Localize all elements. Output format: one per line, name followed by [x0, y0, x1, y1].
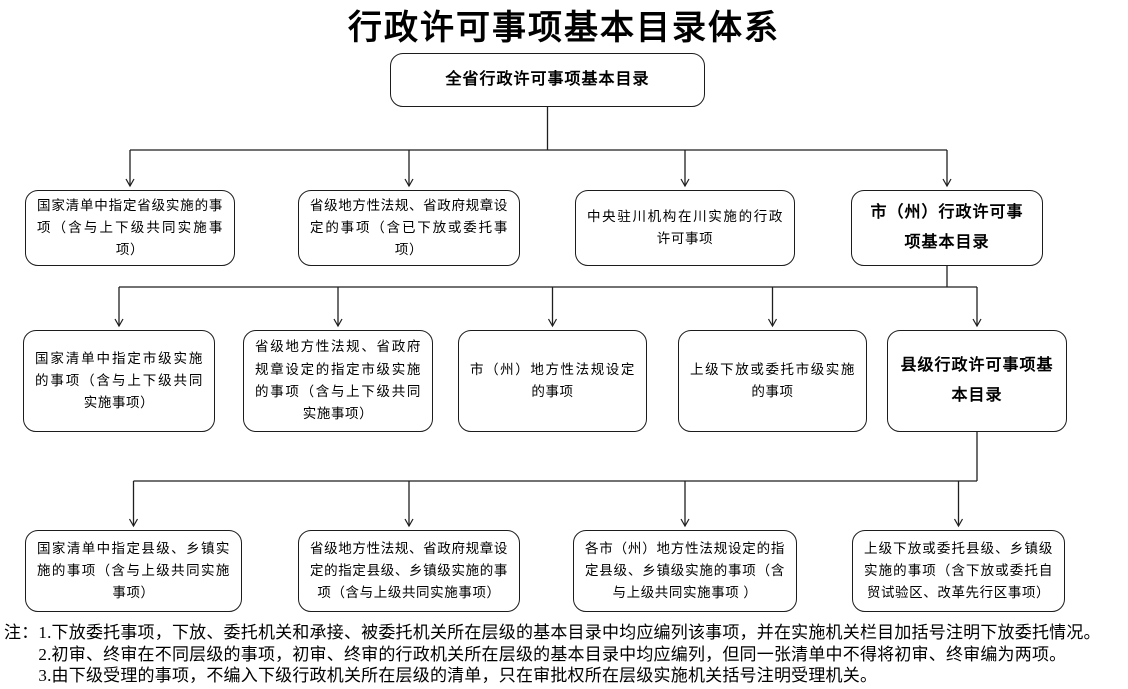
node-label: 各市（州）地方性法规设定的指定县级、乡镇级实施的事项（含与上级共同实施事项 ） — [585, 540, 785, 601]
footnote-2: 2.初审、终审在不同层级的事项，初审、终审的行政机关所在层级的基本目录中均应编列… — [38, 644, 1067, 664]
node-provincial-regulation-items: 省级地方性法规、省政府规章设定的事项（含已下放或委托事项） — [298, 190, 520, 266]
node-national-list-county: 国家清单中指定县级、乡镇实施的事项（含与上级共同实施事项） — [25, 530, 242, 612]
node-national-list-city: 国家清单中指定市级实施的事项（含与上下级共同实施事项） — [23, 330, 215, 432]
node-label: 国家清单中指定市级实施的事项（含与上下级共同实施事项） — [35, 350, 203, 411]
node-city-catalog: 市（州）行政许可事项基本目录 — [851, 190, 1043, 266]
node-label: 省级地方性法规、省政府规章设定的指定县级、乡镇级实施的事项（含与上级共同实施事项… — [310, 540, 508, 601]
node-delegated-county-items: 上级下放或委托县级、乡镇级实施的事项（含下放或委托自贸试验区、改革先行区事项） — [852, 530, 1065, 612]
node-delegated-city-items: 上级下放或委托市级实施的事项 — [678, 330, 867, 432]
footnotes-lines: 1.下放委托事项，下放、委托机关和承接、被委托机关所在层级的基本目录中均应编列该… — [38, 622, 1126, 687]
page-title: 行政许可事项基本目录体系 — [348, 10, 780, 47]
node-label: 县级行政许可事项基本目录 — [900, 356, 1054, 404]
node-label: 中央驻川机构在川实施的行政许可事项 — [587, 208, 783, 246]
footnotes-prefix: 注： — [4, 623, 39, 642]
node-national-list-provincial: 国家清单中指定省级实施的事项（含与上下级共同实施事项） — [25, 190, 235, 266]
node-label: 国家清单中指定省级实施的事项（含与上下级共同实施事项） — [37, 197, 223, 258]
node-label: 上级下放或委托市级实施的事项 — [690, 361, 855, 399]
node-city-regulation-items: 市（州）地方性法规设定的事项 — [458, 330, 647, 432]
node-label: 上级下放或委托县级、乡镇级实施的事项（含下放或委托自贸试验区、改革先行区事项） — [864, 540, 1053, 601]
node-label: 国家清单中指定县级、乡镇实施的事项（含与上级共同实施事项） — [37, 540, 230, 601]
node-central-agencies-items: 中央驻川机构在川实施的行政许可事项 — [575, 190, 795, 266]
node-provincial-regulation-county: 省级地方性法规、省政府规章设定的指定县级、乡镇级实施的事项（含与上级共同实施事项… — [298, 530, 520, 612]
node-label: 市（州）地方性法规设定的事项 — [470, 361, 635, 399]
node-label: 省级地方性法规、省政府规章设定的事项（含已下放或委托事项） — [310, 197, 508, 258]
node-provincial-regulation-city: 省级地方性法规、省政府规章设定的指定市级实施的事项（含与上下级共同实施事项） — [243, 330, 433, 432]
node-province-catalog: 全省行政许可事项基本目录 — [390, 53, 705, 107]
node-county-catalog: 县级行政许可事项基本目录 — [887, 330, 1067, 432]
footnotes: 注： 1.下放委托事项，下放、委托机关和承接、被委托机关所在层级的基本目录中均应… — [4, 622, 1126, 687]
footnote-3: 3.由下级受理的事项，不编入下级行政机关所在层级的清单，只在审批权所在层级实施机… — [38, 666, 878, 685]
footnote-1: 1.下放委托事项，下放、委托机关和承接、被委托机关所在层级的基本目录中均应编列该… — [38, 623, 1101, 642]
node-province-catalog-label: 全省行政许可事项基本目录 — [445, 70, 650, 88]
node-label: 市（州）行政许可事项基本目录 — [870, 203, 1024, 251]
node-label: 省级地方性法规、省政府规章设定的指定市级实施的事项（含与上下级共同实施事项） — [255, 339, 421, 422]
node-city-regulation-county: 各市（州）地方性法规设定的指定县级、乡镇级实施的事项（含与上级共同实施事项 ） — [573, 530, 797, 612]
